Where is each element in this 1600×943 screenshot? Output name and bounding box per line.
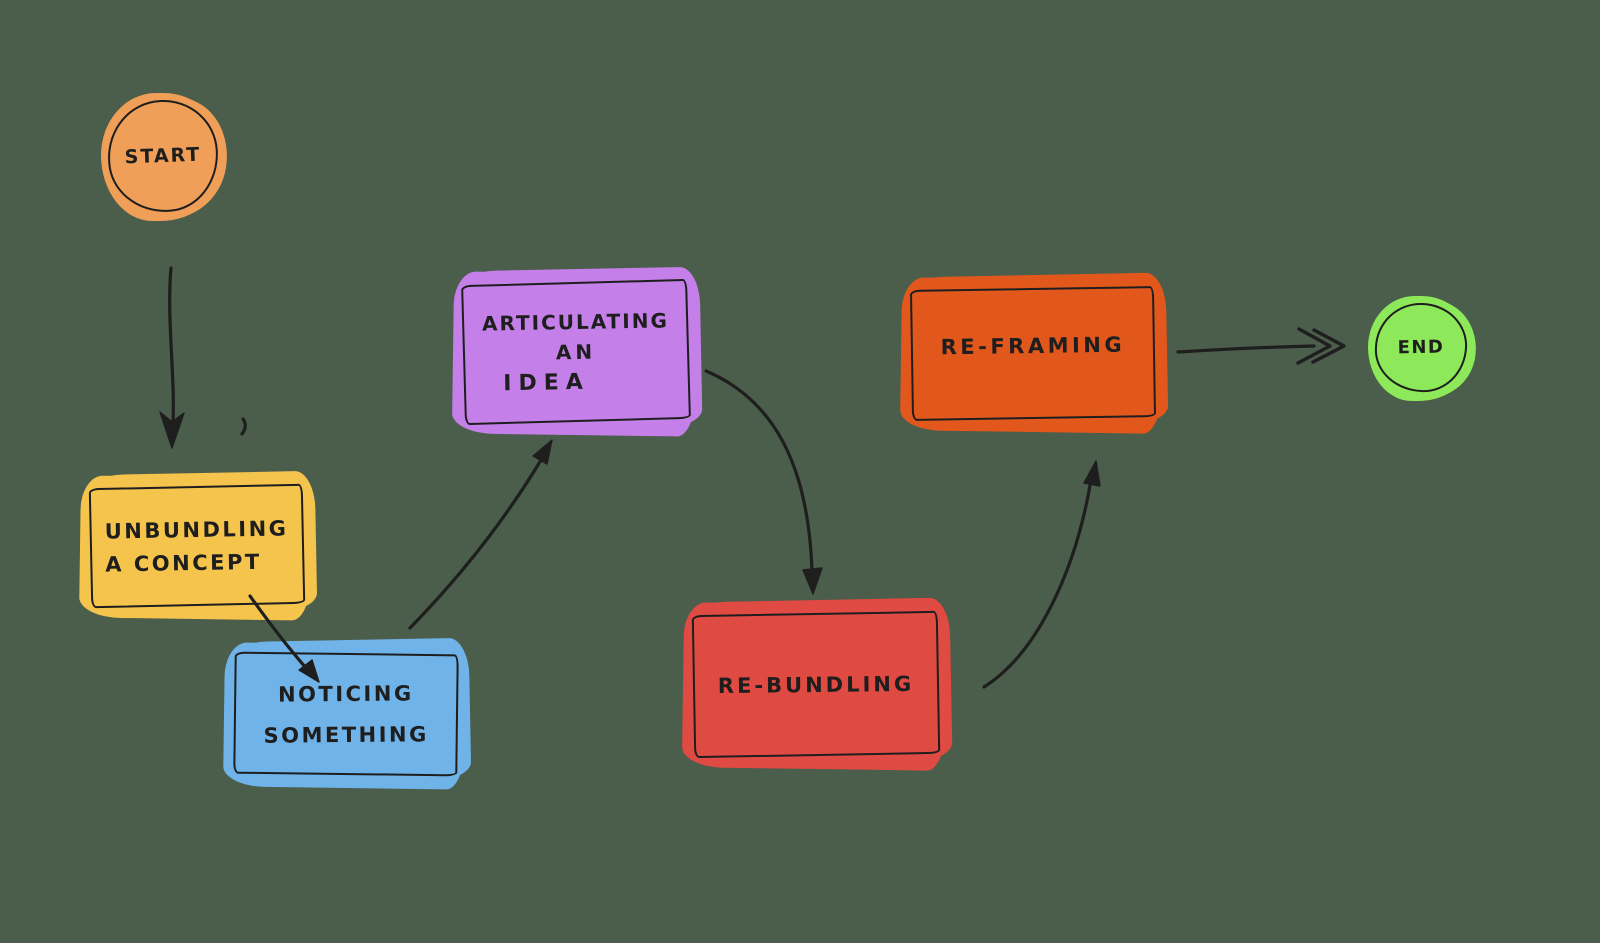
node-re-bundling[interactable]: RE-BUNDLING <box>681 597 953 771</box>
stray-mark <box>240 417 247 436</box>
edge-noticing-to-articulating[interactable] <box>408 439 553 630</box>
edge-line <box>408 453 546 630</box>
arrowhead-icon <box>159 411 185 449</box>
edge-line <box>704 369 814 572</box>
node-label: END <box>1397 336 1445 359</box>
node-label: ARTICULATING AN IDEA <box>481 307 670 396</box>
node-label: NOTICING SOMETHING <box>263 680 429 748</box>
node-label: RE-BUNDLING <box>717 671 915 698</box>
node-label: START <box>124 143 202 169</box>
edge-start-to-unbundling[interactable] <box>159 266 185 449</box>
arrowhead-icon <box>532 439 553 465</box>
edge-articulating-to-rebundling[interactable] <box>704 369 823 595</box>
arrowhead-icon <box>1083 460 1101 487</box>
edge-rebundling-to-reframing[interactable] <box>982 460 1101 689</box>
node-noticing-something[interactable]: NOTICING SOMETHING <box>223 637 472 790</box>
node-re-framing[interactable]: RE-FRAMING <box>899 272 1169 434</box>
node-unbundling-a-concept[interactable]: UNBUNDLING A CONCEPT <box>79 470 318 621</box>
node-label: UNBUNDLING A CONCEPT <box>104 515 289 577</box>
arrowhead-icon <box>1296 327 1332 365</box>
arrowhead-icon <box>1311 328 1346 364</box>
edge-line <box>1176 344 1316 354</box>
node-end[interactable]: END <box>1363 291 1484 405</box>
node-articulating-an-idea[interactable]: ARTICULATING AN IDEA <box>451 266 703 437</box>
node-label: RE-FRAMING <box>940 332 1126 359</box>
arrowhead-icon <box>802 567 823 595</box>
node-start[interactable]: START <box>95 87 236 226</box>
edge-reframing-to-end[interactable] <box>1176 327 1346 365</box>
edge-line <box>982 478 1093 689</box>
edge-line <box>168 266 175 438</box>
